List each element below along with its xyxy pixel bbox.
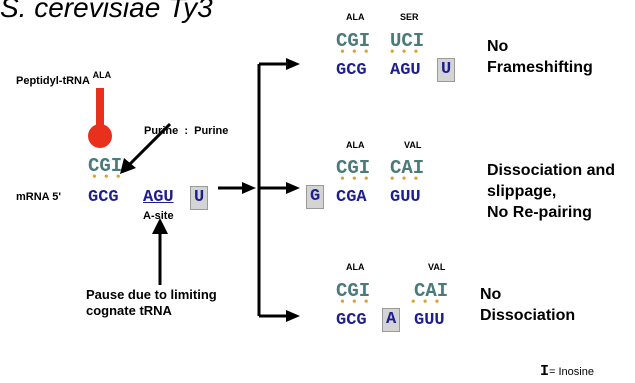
s3-trna-1: CGI <box>336 280 371 302</box>
s1-pairing-dots: • • • • • • <box>340 45 419 60</box>
inosine-symbol: I <box>540 363 550 380</box>
left-pairing-dots: • • • <box>92 170 121 185</box>
s3-pairing-dots: • • • • • • <box>340 295 440 310</box>
s2-mrna-1: G <box>306 185 325 209</box>
s2-outcome: Dissociation and slippage, No Re-pairing <box>487 160 615 223</box>
s2-outcome-line-2: slippage, <box>487 183 557 200</box>
s2-trna-1: CGI <box>336 157 371 179</box>
pause-note: Pause due to limiting cognate tRNA <box>86 287 217 319</box>
s1-mrna-3: U <box>437 58 456 82</box>
s3-amino-1: ALA <box>346 262 365 272</box>
left-mrna-codon-2-asite: AGU <box>143 188 174 207</box>
s3-mrna-2: A <box>382 308 401 332</box>
s2-pairing-dots: • • • • • • <box>340 172 419 187</box>
left-mrna-codon-1: GCG <box>88 188 119 207</box>
s1-outcome-line-1: No <box>487 38 509 55</box>
asite-label: A-site <box>143 210 174 222</box>
s3-outcome-line-1: No <box>480 286 502 303</box>
s1-amino-1: ALA <box>346 12 365 22</box>
s2-amino-2: VAL <box>404 140 422 150</box>
s3-trna-2: CAI <box>414 280 449 302</box>
trna-ball <box>88 124 112 148</box>
s1-amino-2: SER <box>400 12 419 22</box>
peptidyl-trna-label: Peptidyl-tRNA ALA <box>16 70 112 87</box>
s1-mrna-1: GCG <box>336 61 367 80</box>
s1-trna-2: UCI <box>390 30 425 52</box>
s2-outcome-line-1: Dissociation and <box>487 162 616 179</box>
s1-mrna-2: AGU <box>390 61 421 80</box>
inosine-footnote: I= Inosine <box>540 362 594 380</box>
inosine-text: = Inosine <box>549 366 594 378</box>
s1-outcome: No Frameshifting <box>487 36 593 78</box>
s1-outcome-line-2: Frameshifting <box>487 59 593 76</box>
purine-label: Purine : Purine <box>144 125 229 137</box>
s3-amino-2: VAL <box>428 262 446 272</box>
pause-note-line-1: Pause due to limiting <box>86 287 217 302</box>
pause-note-line-2: cognate tRNA <box>86 303 172 318</box>
s3-mrna-3: GUU <box>414 311 445 330</box>
s2-mrna-3: GUU <box>390 188 421 207</box>
trna-stick <box>96 88 104 128</box>
left-mrna-base-u: U <box>190 186 209 210</box>
s3-mrna-1: GCG <box>336 311 367 330</box>
diagram-title: S. cerevisiae Ty3 <box>0 0 213 23</box>
s2-trna-2: CAI <box>390 157 425 179</box>
s3-outcome: No Dissociation <box>480 284 575 326</box>
mrna-label: mRNA 5' <box>16 191 61 203</box>
s2-mrna-2: CGA <box>336 188 367 207</box>
purine-arrow <box>126 122 172 168</box>
s2-amino-1: ALA <box>346 140 365 150</box>
left-trna-anticodon: CGI <box>88 155 123 177</box>
s1-trna-1: CGI <box>336 30 371 52</box>
s2-outcome-line-3: No Re-pairing <box>487 204 592 221</box>
s3-outcome-line-2: Dissociation <box>480 307 576 324</box>
